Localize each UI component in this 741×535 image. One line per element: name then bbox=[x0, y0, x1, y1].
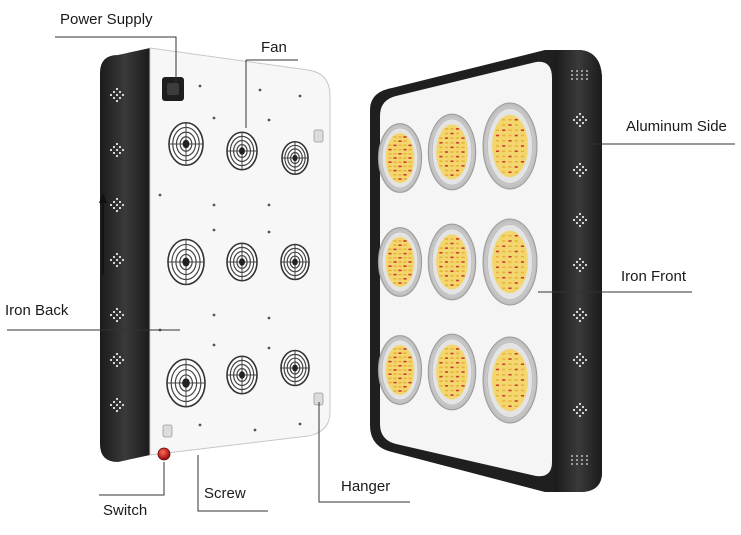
label-iron-front: Iron Front bbox=[621, 268, 687, 285]
screw-grid bbox=[158, 84, 302, 432]
vent-icon bbox=[572, 307, 588, 323]
cob-led-icon bbox=[427, 223, 477, 301]
fan-icon bbox=[226, 355, 258, 395]
back-side-frame bbox=[100, 48, 150, 462]
fan-grid bbox=[166, 121, 310, 408]
back-unit bbox=[99, 47, 331, 462]
screw-icon bbox=[298, 94, 302, 98]
fan-icon bbox=[168, 121, 204, 167]
vent-icon bbox=[109, 87, 125, 103]
cob-led-icon bbox=[377, 227, 423, 297]
screw-icon bbox=[267, 203, 271, 207]
label-iron-back: Iron Back bbox=[5, 302, 69, 319]
screw-icon bbox=[298, 422, 302, 426]
cob-led-icon bbox=[482, 102, 538, 190]
screw-icon bbox=[267, 316, 271, 320]
cob-led-grid bbox=[377, 102, 538, 424]
vent-icon bbox=[109, 142, 125, 158]
vent-icon bbox=[572, 402, 588, 418]
cob-led-icon bbox=[482, 218, 538, 306]
fan-icon bbox=[166, 358, 206, 408]
vent-icon bbox=[109, 307, 125, 323]
hanger-icon bbox=[162, 129, 324, 438]
screw-icon bbox=[212, 116, 216, 120]
screw-icon bbox=[212, 343, 216, 347]
vent-icon bbox=[572, 257, 588, 273]
vent-icon bbox=[109, 397, 125, 413]
vent-icon bbox=[572, 112, 588, 128]
leader-lines bbox=[7, 36, 735, 512]
screw-icon bbox=[212, 313, 216, 317]
vent-icon bbox=[572, 352, 588, 368]
label-switch: Switch bbox=[103, 502, 148, 519]
vent-icon bbox=[109, 197, 125, 213]
screw-icon bbox=[158, 193, 162, 197]
label-power-supply: Power Supply bbox=[60, 11, 153, 28]
cob-led-icon bbox=[377, 335, 423, 405]
cob-led-icon bbox=[482, 336, 538, 424]
cob-led-icon bbox=[427, 113, 477, 191]
label-screw: Screw bbox=[204, 485, 246, 502]
screw-icon bbox=[212, 203, 216, 207]
aluminum-side-frame bbox=[555, 50, 602, 492]
screw-icon bbox=[267, 346, 271, 350]
screw-icon bbox=[258, 88, 262, 92]
screw-icon bbox=[267, 118, 271, 122]
vent-icon bbox=[572, 212, 588, 228]
label-aluminum-side: Aluminum Side bbox=[626, 118, 727, 135]
vent-icon bbox=[572, 162, 588, 178]
vent-icon bbox=[571, 70, 588, 80]
fan-icon bbox=[226, 242, 258, 282]
screw-icon bbox=[253, 428, 257, 432]
label-fan: Fan bbox=[261, 39, 287, 56]
screw-icon bbox=[212, 228, 216, 232]
fan-icon bbox=[226, 131, 258, 171]
cob-led-icon bbox=[427, 333, 477, 411]
arrow-icon bbox=[99, 193, 107, 275]
vent-icon bbox=[109, 352, 125, 368]
label-hanger: Hanger bbox=[341, 478, 391, 495]
vent-icon bbox=[571, 455, 588, 465]
fan-icon bbox=[280, 349, 310, 387]
back-side-vents bbox=[109, 87, 125, 413]
screw-icon bbox=[198, 84, 202, 88]
fan-icon bbox=[281, 140, 309, 176]
fan-icon bbox=[167, 238, 205, 286]
front-side-vents bbox=[571, 70, 588, 465]
screw-icon bbox=[267, 230, 271, 234]
screw-icon bbox=[198, 423, 202, 427]
fan-icon bbox=[280, 243, 310, 281]
front-unit bbox=[370, 50, 602, 492]
power-socket-icon bbox=[162, 77, 184, 101]
vent-icon bbox=[109, 252, 125, 268]
switch-icon bbox=[157, 447, 171, 461]
cob-led-icon bbox=[377, 123, 423, 193]
